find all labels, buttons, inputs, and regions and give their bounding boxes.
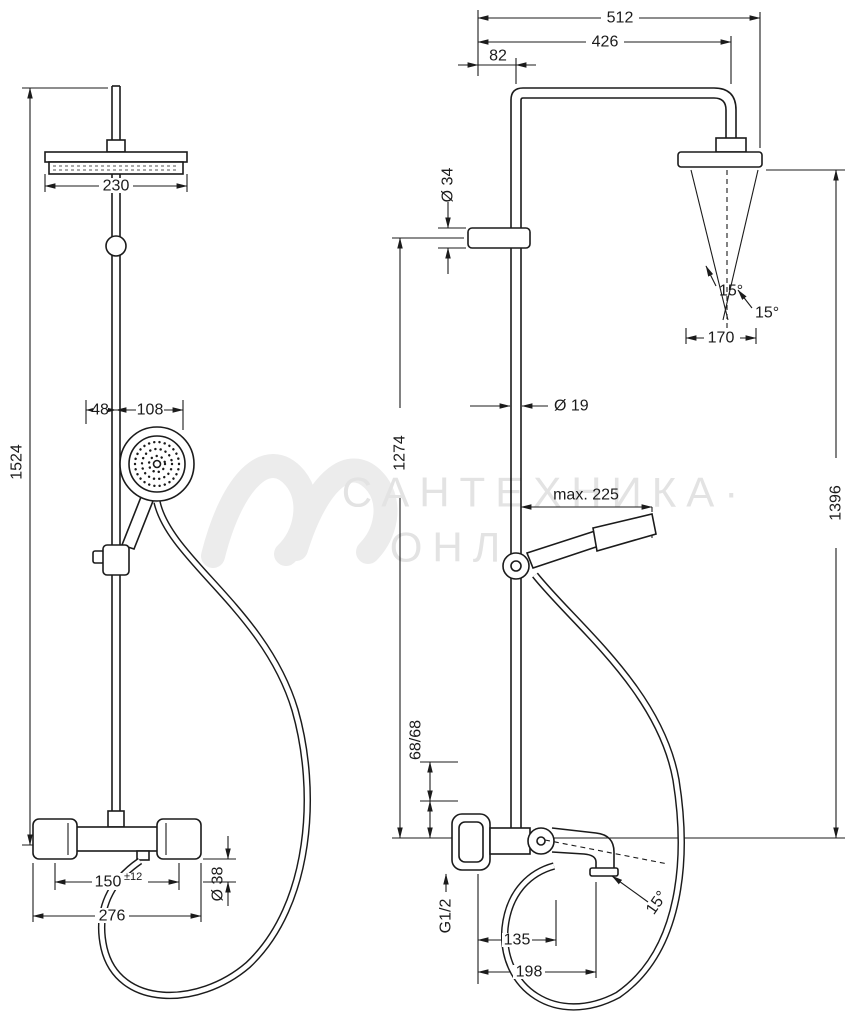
- dim-label-276: 276: [99, 908, 126, 925]
- front-slider-holder: [92, 544, 130, 576]
- dim-label-dia-38: Ø 38: [210, 867, 227, 902]
- dim-label-max-225: max. 225: [553, 487, 619, 504]
- dim-label-108: 108: [137, 402, 164, 419]
- hose-connection: [136, 850, 150, 861]
- dim-label-150: 150: [95, 874, 122, 891]
- front-riser-pipe: [111, 85, 121, 828]
- front-hand-shower: [119, 426, 195, 550]
- thermostat-right-handle: [156, 818, 202, 860]
- dim-label-135: 135: [504, 932, 531, 949]
- front-overhead-shower: [44, 151, 188, 175]
- thermostat-left-handle: [32, 818, 78, 860]
- dim-label-tolerance: ±12: [124, 871, 142, 883]
- dim-label-512: 512: [607, 10, 634, 27]
- front-head-collar: [106, 139, 126, 153]
- dim-label-angle-15-outer: 15°: [755, 305, 779, 322]
- spout-body: [489, 827, 531, 855]
- watermark-text-2: ОНЛ: [390, 524, 511, 571]
- side-view-dimension-lines: [392, 10, 845, 984]
- side-shower-hose: [501, 572, 685, 1011]
- dim-label-198: 198: [516, 964, 543, 981]
- side-bath-spout: [443, 813, 669, 903]
- dim-label-170: 170: [708, 330, 735, 347]
- dim-label-dia-19: Ø 19: [554, 398, 589, 415]
- front-pipe-joint: [105, 235, 127, 257]
- spout-tip: [589, 867, 619, 877]
- watermark: САНТЕХНИКА· ОНЛ: [201, 454, 748, 571]
- dim-label-angle-15-inner: 15°: [719, 283, 743, 300]
- side-hand-shower: [502, 513, 657, 580]
- dim-label-1524: 1524: [9, 444, 26, 480]
- dim-label-1396: 1396: [828, 485, 845, 521]
- wall-bracket: [467, 227, 531, 249]
- spout-outer: [551, 827, 615, 868]
- dim-label-68-68: 68/68: [408, 720, 425, 760]
- spray-cone: [690, 169, 759, 334]
- dim-label-82: 82: [489, 48, 507, 65]
- side-view-shapes: [467, 87, 763, 838]
- dim-label-1274: 1274: [392, 435, 409, 471]
- front-view-shapes: [32, 85, 202, 861]
- dim-label-spout-angle-15: 15°: [643, 888, 671, 918]
- spout-inner: [551, 851, 597, 868]
- hand-shower-handle: [120, 496, 155, 550]
- dim-label-dia-34: Ø 34: [440, 168, 457, 203]
- side-overhead-shower: [677, 137, 763, 168]
- dim-label-230: 230: [103, 178, 130, 195]
- watermark-swoosh: [284, 458, 398, 564]
- dim-label-48: 48: [91, 402, 109, 419]
- front-view-dimension-lines: [22, 87, 236, 922]
- dim-label-g12: G1/2: [438, 899, 455, 934]
- dim-label-426: 426: [592, 34, 619, 51]
- dimension-labels: 1524 230 48 108 150 ±12 276 Ø 38 512 426…: [9, 10, 845, 981]
- front-thermostat: [32, 810, 202, 861]
- side-riser-and-arm: [510, 87, 737, 838]
- front-shower-hose: [97, 501, 311, 1000]
- watermark-text-1: САНТЕХНИКА·: [342, 469, 748, 516]
